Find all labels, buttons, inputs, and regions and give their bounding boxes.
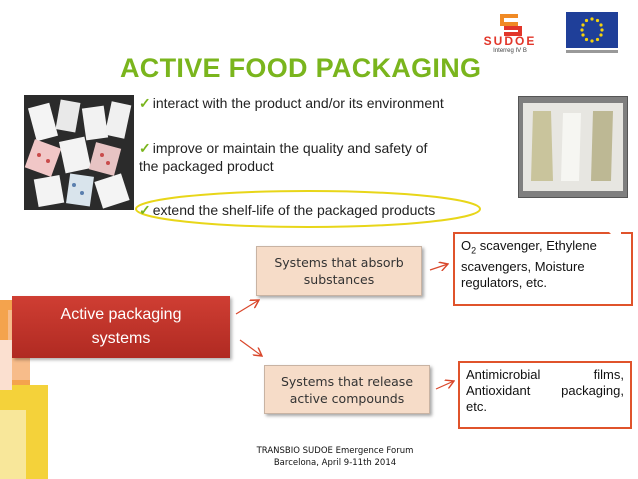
decorative-block-lightpink — [0, 340, 12, 390]
o2-prefix: O — [461, 238, 472, 253]
bullet-text-continued: the packaged product — [139, 158, 274, 174]
eu-flag-caption — [566, 50, 618, 53]
footer-line1: TRANSBIO SUDOE Emergence Forum — [256, 446, 414, 456]
o2-subscript: 2 — [471, 245, 477, 256]
release-note-line1b: films, — [593, 367, 624, 382]
arrow-to-absorb — [235, 300, 259, 315]
sudoe-logo: SUDOE Interreg IV B — [470, 12, 548, 56]
arrow-to-release-note — [435, 381, 454, 390]
footer: TRANSBIO SUDOE Emergence Forum Barcelona… — [250, 445, 420, 469]
sudoe-logo-mark — [500, 14, 522, 36]
checkmark-icon: ✓ — [139, 202, 151, 218]
absorb-note-line1: scavenger, Ethylene — [476, 238, 597, 253]
decorative-block-lightyellow — [0, 410, 26, 479]
release-note-line3: etc. — [466, 399, 487, 414]
absorb-examples-note: O2 scavenger, Ethylene scavengers, Moist… — [453, 232, 633, 306]
release-box-line2: active compounds — [289, 390, 405, 406]
arrow-to-absorb-note — [429, 264, 448, 270]
bullet-extend: ✓extend the shelf-life of the packaged p… — [139, 201, 435, 219]
release-note-line2a: Antioxidant — [466, 383, 531, 398]
bullet-text: improve or maintain the quality and safe… — [152, 140, 428, 156]
absorb-box-line1: Systems that absorb — [274, 255, 404, 270]
films-photo — [518, 96, 628, 198]
bullet-text: interact with the product and/or its env… — [152, 95, 444, 111]
release-box-line1: Systems that release — [280, 373, 414, 389]
checkmark-icon: ✓ — [139, 95, 151, 111]
absorb-box-line2: substances — [303, 272, 375, 287]
bullet-interact: ✓interact with the product and/or its en… — [139, 94, 444, 112]
eu-stars-icon — [580, 17, 604, 43]
note-fold-corner — [609, 232, 621, 244]
checkmark-icon: ✓ — [139, 140, 151, 156]
active-packaging-systems-box: Active packaging systems — [12, 296, 230, 358]
bullet-improve: ✓improve or maintain the quality and saf… — [139, 139, 427, 175]
highlight-ellipse — [135, 190, 481, 228]
bullet-text: extend the shelf-life of the packaged pr… — [152, 202, 436, 218]
absorb-note-line2: scavengers, Moisture — [461, 258, 585, 274]
page-title: ACTIVE FOOD PACKAGING — [120, 53, 482, 83]
arrow-to-release — [239, 339, 262, 356]
main-box-line1: Active packaging — [60, 306, 182, 323]
absorb-note-line3: regulators, etc. — [461, 274, 547, 290]
eu-flag — [566, 12, 618, 48]
sudoe-subtitle: Interreg IV B — [493, 48, 527, 54]
sudoe-name: SUDOE — [483, 34, 537, 48]
release-note-line1a: Antimicrobial — [466, 367, 541, 382]
release-note-line2b: packaging, — [561, 383, 624, 398]
footer-line2: Barcelona, April 9-11th 2014 — [273, 458, 397, 468]
release-examples-note: Antimicrobial films, Antioxidant packaging… — [458, 361, 632, 429]
sachets-photo — [24, 95, 134, 210]
main-box-line2: systems — [91, 330, 151, 347]
absorb-systems-box: Systems that absorb substances — [256, 246, 422, 296]
release-systems-box: Systems that release active compounds — [264, 365, 430, 414]
